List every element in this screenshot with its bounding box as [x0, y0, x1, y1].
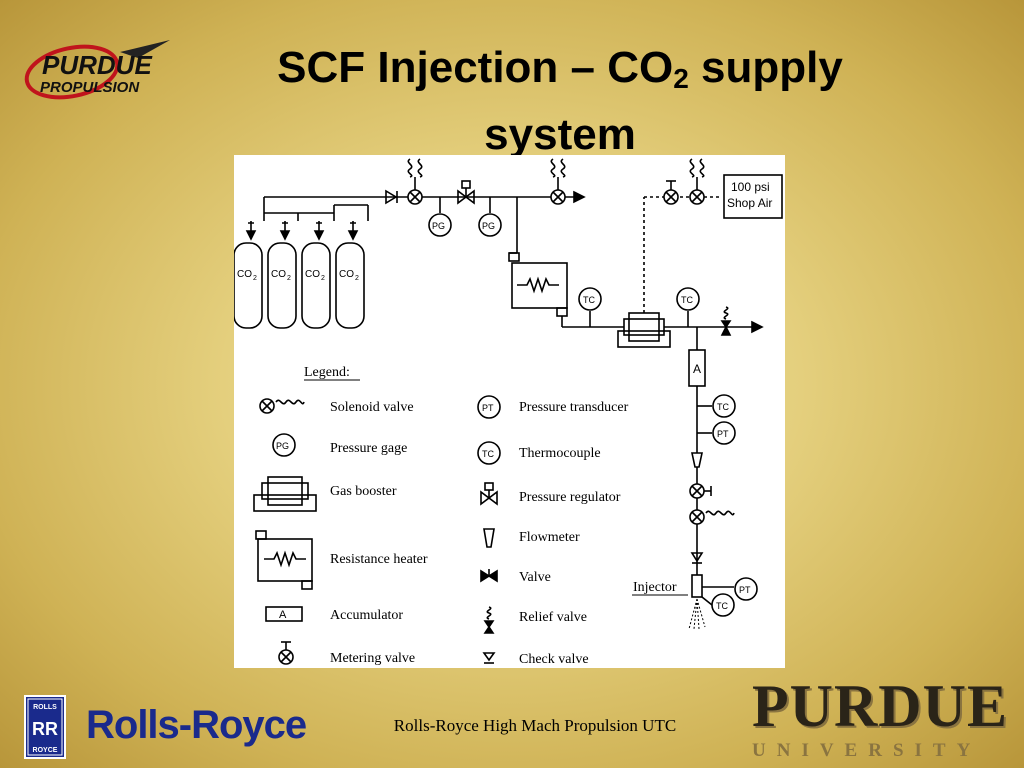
injector-label: Injector [633, 580, 677, 595]
logo-propulsion-text: PROPULSION [40, 79, 140, 96]
legend-symbol-tc: TC [482, 449, 494, 459]
purdue-logo: PURDUE [752, 673, 1008, 739]
cylinder-sub: 2 [321, 275, 325, 282]
legend-metering-valve: Metering valve [330, 651, 415, 666]
cylinder-sub: 2 [287, 275, 291, 282]
legend-check-valve: Check valve [519, 652, 589, 667]
title-rest: supply [688, 43, 843, 92]
rolls-royce-badge: ROLLS RR ROYCE [24, 695, 66, 759]
legend-pressure-transducer: Pressure transducer [519, 400, 629, 415]
legend-valve: Valve [519, 570, 551, 585]
legend-symbol-a: A [279, 609, 287, 621]
badge-rr: RR [32, 719, 58, 739]
cylinder-label: CO [271, 269, 286, 280]
legend-gas-booster: Gas booster [330, 484, 397, 499]
badge-rolls: ROLLS [33, 704, 57, 711]
title-subscript: 2 [673, 63, 689, 94]
cylinder-sub: 2 [355, 275, 359, 282]
tc-label: TC [717, 402, 729, 412]
title-main: SCF Injection – CO [277, 43, 674, 92]
tc-label: TC [716, 601, 728, 611]
rolls-royce-logo: Rolls-Royce [86, 703, 307, 747]
cylinder-label: CO [339, 269, 354, 280]
legend-accumulator: Accumulator [330, 608, 403, 623]
purdue-university-text: UNIVERSITY [752, 740, 982, 761]
schematic-diagram: CO 2 CO 2 CO 2 CO 2 PG PG [234, 155, 785, 668]
shop-air-line1: 100 psi [731, 180, 770, 194]
legend-pressure-regulator: Pressure regulator [519, 490, 621, 505]
cylinder-label: CO [305, 269, 320, 280]
pt-label: PT [739, 585, 751, 595]
badge-royce: ROYCE [33, 747, 58, 754]
pt-label: PT [717, 429, 729, 439]
purdue-propulsion-logo: PURDUE PROPULSION [24, 40, 170, 100]
slide-title: SCF Injection – CO2 supply system [200, 40, 920, 163]
legend-title: Legend: [304, 365, 350, 380]
legend-relief-valve: Relief valve [519, 610, 587, 625]
title-line2: system [484, 110, 636, 159]
tc-label: TC [583, 295, 595, 305]
tc-label: TC [681, 295, 693, 305]
shop-air-line2: Shop Air [727, 196, 772, 210]
legend-symbol-pt: PT [482, 403, 494, 413]
cylinder-sub: 2 [253, 275, 257, 282]
logo-purdue-text: PURDUE [42, 50, 152, 80]
footer-text: Rolls-Royce High Mach Propulsion UTC [393, 716, 677, 735]
legend-flowmeter: Flowmeter [519, 530, 580, 545]
cylinder-label: CO [237, 269, 252, 280]
pg-label: PG [432, 221, 445, 231]
accumulator-label: A [693, 362, 701, 376]
legend-symbol-pg: PG [276, 441, 289, 451]
co2-cylinders: CO 2 CO 2 CO 2 CO 2 [234, 221, 365, 329]
legend-resistance-heater: Resistance heater [330, 552, 428, 567]
legend-thermocouple: Thermocouple [519, 446, 601, 461]
legend-pressure-gage: Pressure gage [330, 441, 407, 456]
legend-solenoid-valve: Solenoid valve [330, 400, 414, 415]
pg-label: PG [482, 221, 495, 231]
